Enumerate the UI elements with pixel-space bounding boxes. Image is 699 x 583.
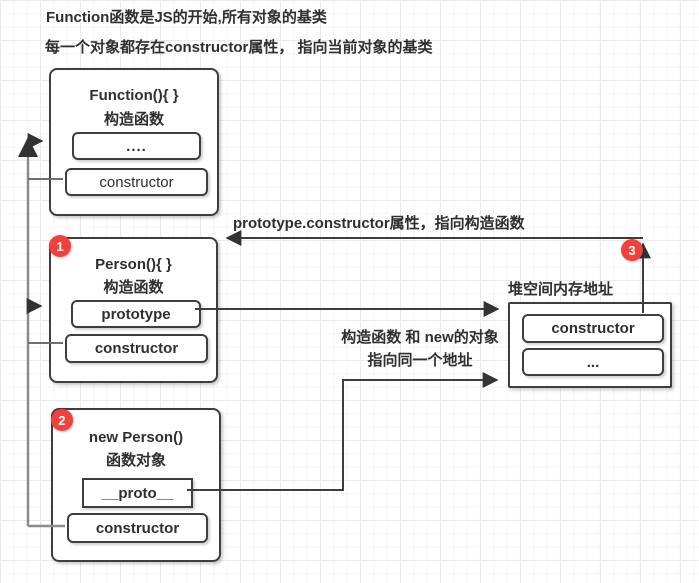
heap-box-label: 堆空间内存地址: [508, 281, 614, 298]
step-badge-1: 1: [49, 235, 71, 257]
new-person-proto-slot: __proto__: [82, 478, 193, 508]
note-line2: 每一个对象都存在constructor属性， 指向当前对象的基类: [45, 39, 433, 56]
step-badge-2: 2: [51, 409, 73, 431]
new-person-box-title: new Person(): [88, 429, 184, 446]
person-box: Person(){ } 构造函数 prototype constructor: [49, 237, 218, 383]
function-constructor-slot: constructor: [65, 168, 208, 196]
note-line1: Function函数是JS的开始,所有对象的基类: [46, 9, 327, 26]
new-person-constructor-slot: constructor: [67, 513, 208, 543]
function-box-subtitle: 构造函数: [103, 111, 164, 128]
same-address-line2: 指向同一个地址: [367, 352, 473, 369]
heap-dots-slot: ...: [522, 348, 664, 376]
person-box-title: Person(){ }: [95, 256, 172, 273]
person-constructor-slot: constructor: [65, 334, 208, 363]
heap-constructor-slot: constructor: [522, 314, 664, 343]
connector-proto-to-heap: [187, 372, 499, 491]
function-dots-slot: ....: [72, 132, 201, 160]
person-box-subtitle: 构造函数: [103, 279, 164, 296]
function-box-title: Function(){ }: [89, 87, 179, 104]
same-address-line1: 构造函数 和 new的对象: [341, 329, 499, 346]
step-badge-3: 3: [621, 239, 643, 261]
prototype-constructor-annotation: prototype.constructor属性，指向构造函数: [233, 215, 525, 232]
function-box: Function(){ } 构造函数 .... constructor: [49, 68, 219, 216]
heap-box: constructor ...: [508, 302, 672, 388]
person-prototype-slot: prototype: [71, 300, 201, 328]
new-person-box-subtitle: 函数对象: [105, 452, 166, 469]
new-person-box: new Person() 函数对象 __proto__ constructor: [51, 408, 221, 562]
same-address-annotation: 构造函数 和 new的对象 指向同一个地址: [330, 326, 510, 372]
